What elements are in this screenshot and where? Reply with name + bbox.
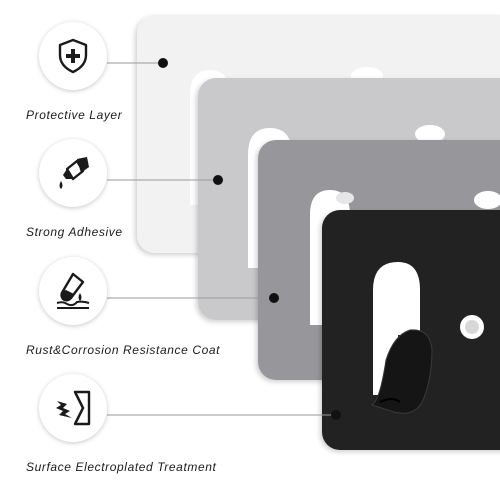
hook-tab <box>370 329 433 414</box>
leader-dots <box>158 58 341 420</box>
adhesive-label: Strong Adhesive <box>26 225 123 239</box>
electroplated-dot <box>331 410 341 420</box>
test-tube-drop-icon <box>56 272 90 309</box>
glue-tube-icon <box>59 157 89 189</box>
adhesive-dot <box>213 175 223 185</box>
leader-lines <box>107 62 336 416</box>
corrosion-badge <box>39 257 107 325</box>
protective-badge <box>39 22 107 90</box>
electroplating-icon <box>56 390 91 426</box>
corrosion-label: Rust&Corrosion Resistance Coat <box>26 343 221 357</box>
electroplated-badge <box>39 374 107 442</box>
protective-dot <box>158 58 168 68</box>
electroplated-label: Surface Electroplated Treatment <box>26 460 217 474</box>
coating-dot <box>269 293 279 303</box>
adhesive-badge <box>39 139 107 207</box>
shield-plus-icon <box>58 38 88 74</box>
protective-label: Protective Layer <box>26 108 123 122</box>
